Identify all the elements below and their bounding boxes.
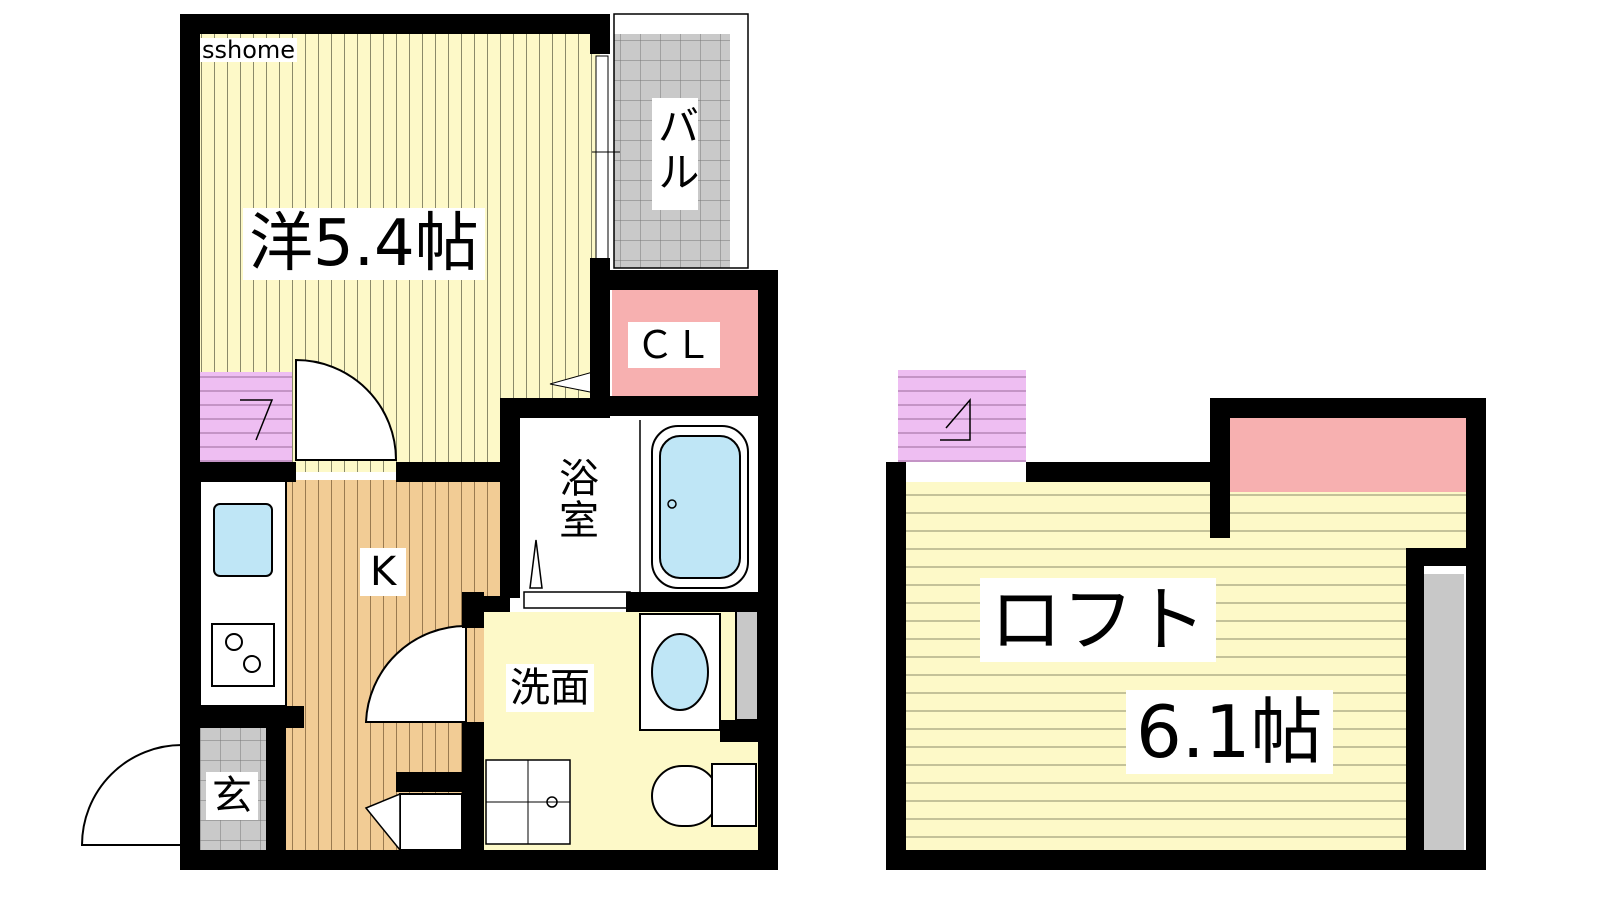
kitchen-label: K xyxy=(360,548,407,596)
loft-storage-pink xyxy=(1228,418,1466,492)
closet-label: ＣＬ xyxy=(628,322,721,368)
entrance-door xyxy=(80,743,183,846)
entrance-label: 玄 xyxy=(206,772,258,820)
balcony-label-text: バル xyxy=(651,104,701,196)
washroom-label: 洗面 xyxy=(506,664,594,712)
walls-left-unit xyxy=(180,14,778,870)
balcony-label: バル xyxy=(651,98,701,211)
bathroom-label-line2: 室 xyxy=(559,498,599,544)
loft-storage-gray xyxy=(1424,574,1464,850)
room-door xyxy=(295,358,398,461)
stove-icon xyxy=(211,623,275,687)
toilet-icon xyxy=(651,765,719,827)
watermark-text: sshome xyxy=(200,36,298,64)
sink-icon xyxy=(213,503,273,577)
loft-size-label: 6.1帖 xyxy=(1126,690,1333,774)
bathroom-label-line1: 浴 xyxy=(559,456,599,502)
washroom-door xyxy=(364,624,467,723)
ladder-lower xyxy=(200,372,292,462)
walls-loft xyxy=(886,398,1486,870)
loft-label: ロフト xyxy=(980,578,1217,662)
loft-upper-floor xyxy=(1228,490,1466,548)
western-room-label: 洋5.4帖 xyxy=(243,208,485,280)
bathroom-label: 浴 室 xyxy=(556,454,602,546)
ladder-upper xyxy=(898,370,1026,462)
